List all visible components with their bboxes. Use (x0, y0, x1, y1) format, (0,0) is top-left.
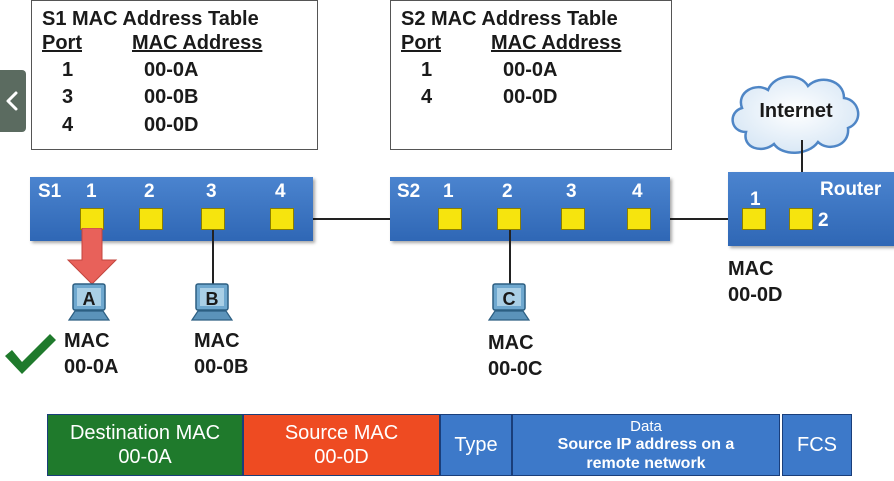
host-b-link (212, 230, 214, 292)
s2-port-4 (627, 208, 651, 230)
router-mac-value: 00-0D (728, 284, 783, 306)
s1-port-3-label: 3 (206, 181, 217, 202)
frame-src-value: 00-0D (314, 446, 369, 468)
s1-port-2 (139, 208, 163, 230)
router: Router 1 2 (728, 172, 894, 246)
checkmark-icon (5, 334, 56, 374)
s1-port-1-label: 1 (86, 181, 97, 202)
table-row: 1 00-0A (32, 59, 317, 83)
mac-cell: 00-0A (503, 59, 558, 81)
s2-col-mac: MAC Address (491, 32, 622, 54)
host-c-mac-text: MAC 00-0C (488, 330, 542, 382)
frame-fcs-label: FCS (797, 434, 837, 456)
s1-table-title: S1 MAC Address Table (42, 8, 259, 30)
back-button[interactable] (0, 70, 26, 132)
router-port-2 (789, 208, 813, 230)
host-c-link (509, 230, 511, 292)
s2-port-2-label: 2 (502, 181, 513, 202)
switch-s1-label: S1 (38, 181, 62, 202)
table-row: 4 00-0D (32, 114, 317, 138)
host-b-mac-label: MAC (194, 330, 240, 352)
switch-s1: S1 1 2 3 4 (30, 177, 313, 241)
frame-data-text: Source IP address on a remote network (557, 435, 735, 472)
router-port-1-label: 1 (750, 189, 761, 210)
s1-port-3 (201, 208, 225, 230)
s2-table-title: S2 MAC Address Table (401, 8, 618, 30)
router-label: Router (820, 179, 882, 200)
frame-fcs: FCS (782, 414, 852, 476)
s2-mac-table: S2 MAC Address Table Port MAC Address 1 … (390, 0, 672, 150)
s1-col-port: Port (42, 32, 82, 54)
host-c-mac-label: MAC (488, 332, 534, 354)
s1-port-1 (80, 208, 104, 230)
s2-port-1 (438, 208, 462, 230)
mac-cell: 00-0D (144, 114, 199, 136)
mac-cell: 00-0A (144, 59, 199, 81)
s1-s2-link (295, 218, 438, 220)
port-cell: 4 (62, 114, 74, 136)
mac-cell: 00-0B (144, 86, 199, 108)
port-cell: 1 (421, 59, 433, 81)
pc-c-icon: C (487, 283, 531, 321)
port-cell: 3 (62, 86, 74, 108)
internet-label: Internet (759, 100, 833, 122)
s2-port-1-label: 1 (443, 181, 454, 202)
host-b-mac-value: 00-0B (194, 356, 249, 378)
frame-data: Data Source IP address on a remote netwo… (512, 414, 780, 476)
pc-b-letter: B (206, 289, 219, 309)
host-b-mac-text: MAC 00-0B (194, 328, 248, 380)
frame-source-mac: Source MAC 00-0D (243, 414, 440, 476)
frame-type: Type (440, 414, 512, 476)
table-row: 4 00-0D (391, 86, 671, 110)
port-cell: 4 (421, 86, 433, 108)
s1-port-2-label: 2 (144, 181, 155, 202)
red-down-arrow-icon (66, 228, 118, 285)
s2-col-port: Port (401, 32, 441, 54)
switch-s2: S2 1 2 3 4 (390, 177, 670, 241)
frame-src-label: Source MAC (284, 422, 399, 444)
table-row: 3 00-0B (32, 86, 317, 110)
s2-port-4-label: 4 (632, 181, 643, 202)
router-mac-label: MAC (728, 258, 774, 280)
table-row: 1 00-0A (391, 59, 671, 83)
s1-mac-table: S1 MAC Address Table Port MAC Address 1 … (31, 0, 318, 150)
frame-destination-mac: Destination MAC 00-0A (47, 414, 243, 476)
port-cell: 1 (62, 59, 74, 81)
internet-cloud-icon: Internet (731, 75, 860, 154)
mac-cell: 00-0D (503, 86, 558, 108)
switch-s2-label: S2 (397, 181, 421, 202)
pc-a-icon: A (67, 283, 111, 321)
router-port-1 (742, 208, 766, 230)
pc-c-letter: C (503, 289, 516, 309)
router-mac-text: MAC 00-0D (728, 256, 782, 308)
s2-router-link (650, 218, 750, 220)
frame-type-label: Type (454, 434, 498, 456)
router-port-2-label: 2 (818, 210, 829, 231)
pc-b-icon: B (190, 283, 234, 321)
s2-port-3 (561, 208, 585, 230)
host-a-mac-text: MAC 00-0A (64, 328, 118, 380)
host-a-mac-value: 00-0A (64, 356, 119, 378)
chevron-left-icon (6, 91, 18, 111)
host-c-mac-value: 00-0C (488, 358, 543, 380)
s1-col-mac: MAC Address (132, 32, 263, 54)
pc-a-letter: A (83, 289, 96, 309)
s2-port-3-label: 3 (566, 181, 577, 202)
s2-port-2 (497, 208, 521, 230)
frame-data-label: Data (630, 417, 662, 435)
host-a-mac-label: MAC (64, 330, 110, 352)
frame-dest-label: Destination MAC (69, 422, 221, 444)
frame-dest-value: 00-0A (118, 446, 172, 468)
s1-port-4 (270, 208, 294, 230)
s1-port-4-label: 4 (275, 181, 286, 202)
